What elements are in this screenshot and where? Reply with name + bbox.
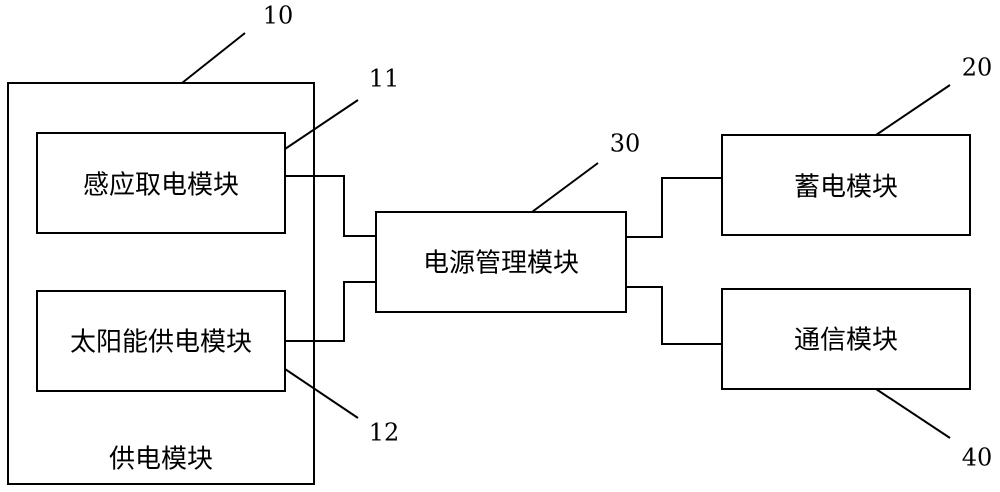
- solar-module-label: 太阳能供电模块: [70, 328, 252, 358]
- induction-module-box: [36, 132, 286, 234]
- power-management-module-label: 电源管理模块: [423, 249, 579, 279]
- ref-number-30: 30: [610, 130, 641, 158]
- leader-line-10: [181, 32, 246, 84]
- induction-module-label: 感应取电模块: [83, 171, 239, 201]
- leader-line-12: [284, 368, 359, 419]
- ref-number-12: 12: [369, 419, 400, 447]
- power-supply-group-label: 供电模块: [109, 445, 213, 475]
- storage-module-box: [721, 134, 971, 236]
- storage-module-label: 蓄电模块: [794, 173, 898, 203]
- wire-management-to-communication: [626, 286, 722, 345]
- leader-line-40: [875, 388, 951, 439]
- wire-management-to-storage: [626, 177, 722, 238]
- wire-induction-to-management: [285, 175, 376, 237]
- leader-line-20: [875, 84, 951, 136]
- ref-number-10: 10: [263, 2, 294, 30]
- ref-number-40: 40: [962, 444, 993, 472]
- ref-number-11: 11: [369, 65, 400, 93]
- leader-line-30: [531, 162, 599, 213]
- power-management-module-box: [375, 211, 627, 313]
- communication-module-label: 通信模块: [794, 326, 898, 356]
- leader-line-11: [284, 99, 359, 150]
- solar-module-box: [36, 290, 286, 392]
- ref-number-20: 20: [962, 54, 993, 82]
- communication-module-box: [721, 288, 971, 390]
- wire-solar-to-management: [285, 281, 376, 342]
